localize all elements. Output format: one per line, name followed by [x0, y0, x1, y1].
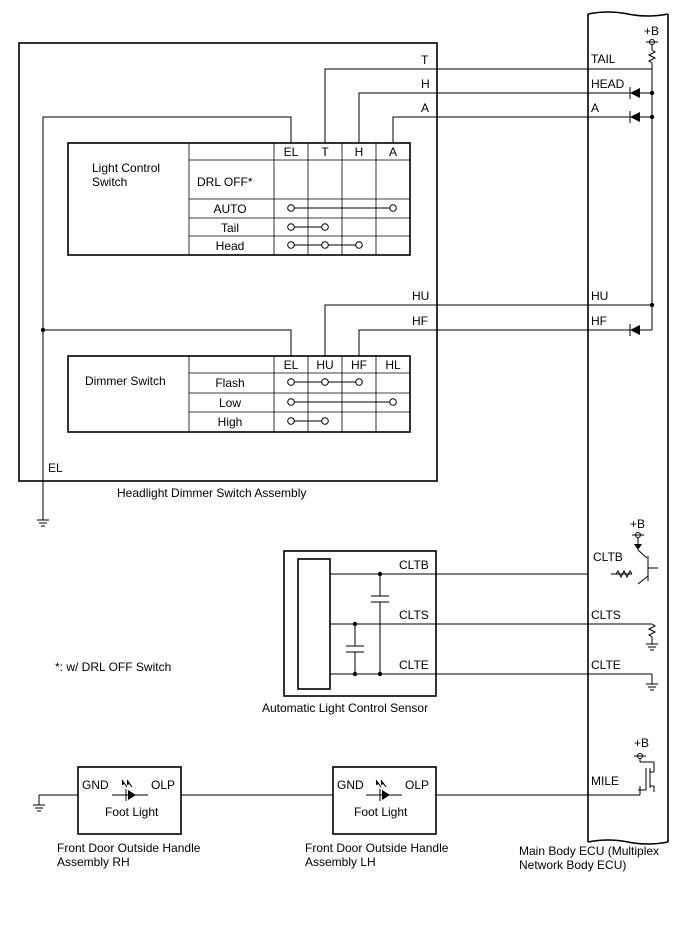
foot-light-lh-gnd: GND — [337, 778, 364, 792]
lc-col-el: EL — [284, 145, 299, 159]
cltb-transistor-icon: +B — [611, 517, 658, 585]
ds-col-hu: HU — [316, 358, 333, 372]
lc-row-auto: AUTO — [213, 202, 246, 216]
sensor-title: Automatic Light Control Sensor — [262, 701, 428, 715]
lc-row-tail: Tail — [221, 221, 239, 235]
foot-light-wiring — [33, 794, 588, 812]
mile-mosfet-icon: +B — [588, 736, 655, 796]
ecu-terminal-cltb: CLTB — [593, 550, 623, 564]
wire-label-hf: HF — [412, 314, 428, 328]
switch-wires — [37, 68, 652, 527]
sensor-terminal-clte: CLTE — [399, 658, 429, 672]
foot-light-rh-title-line2: Assembly RH — [57, 855, 130, 869]
wire-label-hu: HU — [412, 289, 429, 303]
pullup-resistor-icon — [647, 49, 657, 64]
ds-row-low: Low — [219, 396, 241, 410]
light-control-switch-table: Light Control Switch EL T H A DRL OFF* A… — [67, 142, 411, 256]
assembly-title: Headlight Dimmer Switch Assembly — [117, 486, 306, 500]
main-body-ecu: +B +B — [519, 11, 669, 872]
wire-label-h: H — [421, 77, 430, 91]
ecu-terminal-clte: CLTE — [591, 658, 621, 672]
dimmer-switch-table: Dimmer Switch EL HU HF HL Flash Low High — [67, 355, 411, 433]
ecu-terminal-clts: CLTS — [591, 608, 621, 622]
ecu-terminal-hf: HF — [591, 314, 607, 328]
ds-col-hl: HL — [385, 358, 401, 372]
ecu-terminal-tail: TAIL — [591, 52, 616, 66]
foot-light-rh-name: Foot Light — [105, 805, 159, 819]
foot-light-lh: GND OLP Foot Light Front Door Outside Ha… — [305, 766, 449, 869]
footnote: *: w/ DRL OFF Switch — [55, 660, 171, 674]
foot-light-lh-title-line2: Assembly LH — [305, 855, 376, 869]
foot-light-rh: GND OLP Foot Light Front Door Outside Ha… — [57, 766, 201, 869]
wire-label-t: T — [421, 53, 429, 67]
lc-col-t: T — [321, 145, 329, 159]
foot-light-lh-olp: OLP — [405, 778, 429, 792]
sensor-terminal-clts: CLTS — [399, 608, 429, 622]
dimmer-title: Dimmer Switch — [85, 374, 166, 388]
foot-light-rh-olp: OLP — [151, 778, 175, 792]
diode-a-icon — [588, 111, 655, 123]
lc-col-a: A — [389, 145, 397, 159]
clte-ground-icon — [588, 673, 658, 691]
ecu-title-line2: Network Body ECU) — [519, 858, 626, 872]
clts-resistor-icon — [588, 623, 658, 651]
lc-row-head: Head — [216, 239, 245, 253]
sensor-terminal-cltb: CLTB — [399, 558, 429, 572]
light-control-title-line2: Switch — [92, 175, 127, 189]
diode-hf-icon — [588, 324, 652, 336]
ecu-terminal-mile: MILE — [591, 774, 619, 788]
ds-col-el: EL — [284, 358, 299, 372]
ds-row-high: High — [218, 415, 243, 429]
lc-col-h: H — [355, 145, 364, 159]
ecu-terminal-a: A — [591, 101, 599, 115]
ds-col-hf: HF — [351, 358, 367, 372]
light-control-title-line1: Light Control — [92, 161, 160, 175]
foot-light-rh-gnd: GND — [82, 778, 109, 792]
led-icon — [366, 779, 402, 801]
foot-light-lh-name: Foot Light — [354, 805, 408, 819]
ecu-terminal-hu: HU — [591, 289, 608, 303]
lc-row-drl-off: DRL OFF* — [197, 175, 253, 189]
wire-label-a: A — [421, 101, 429, 115]
ecu-mile-supply-label: +B — [634, 736, 649, 750]
foot-light-lh-title-line1: Front Door Outside Handle — [305, 841, 449, 855]
ecu-supply-label: +B — [644, 24, 659, 38]
wire-label-el: EL — [48, 461, 63, 475]
ds-row-flash: Flash — [215, 376, 244, 390]
headlight-dimmer-switch-assembly: Headlight Dimmer Switch Assembly Light C… — [18, 42, 438, 500]
ecu-cltb-supply-label: +B — [630, 517, 645, 531]
ecu-title-line1: Main Body ECU (Multiplex — [519, 844, 659, 858]
foot-light-rh-title-line1: Front Door Outside Handle — [57, 841, 201, 855]
ecu-terminal-head: HEAD — [591, 77, 625, 91]
led-icon — [112, 779, 148, 801]
diode-head-icon — [588, 87, 652, 99]
automatic-light-control-sensor: CLTB CLTS CLTE Automatic Light Control S… — [262, 550, 588, 715]
